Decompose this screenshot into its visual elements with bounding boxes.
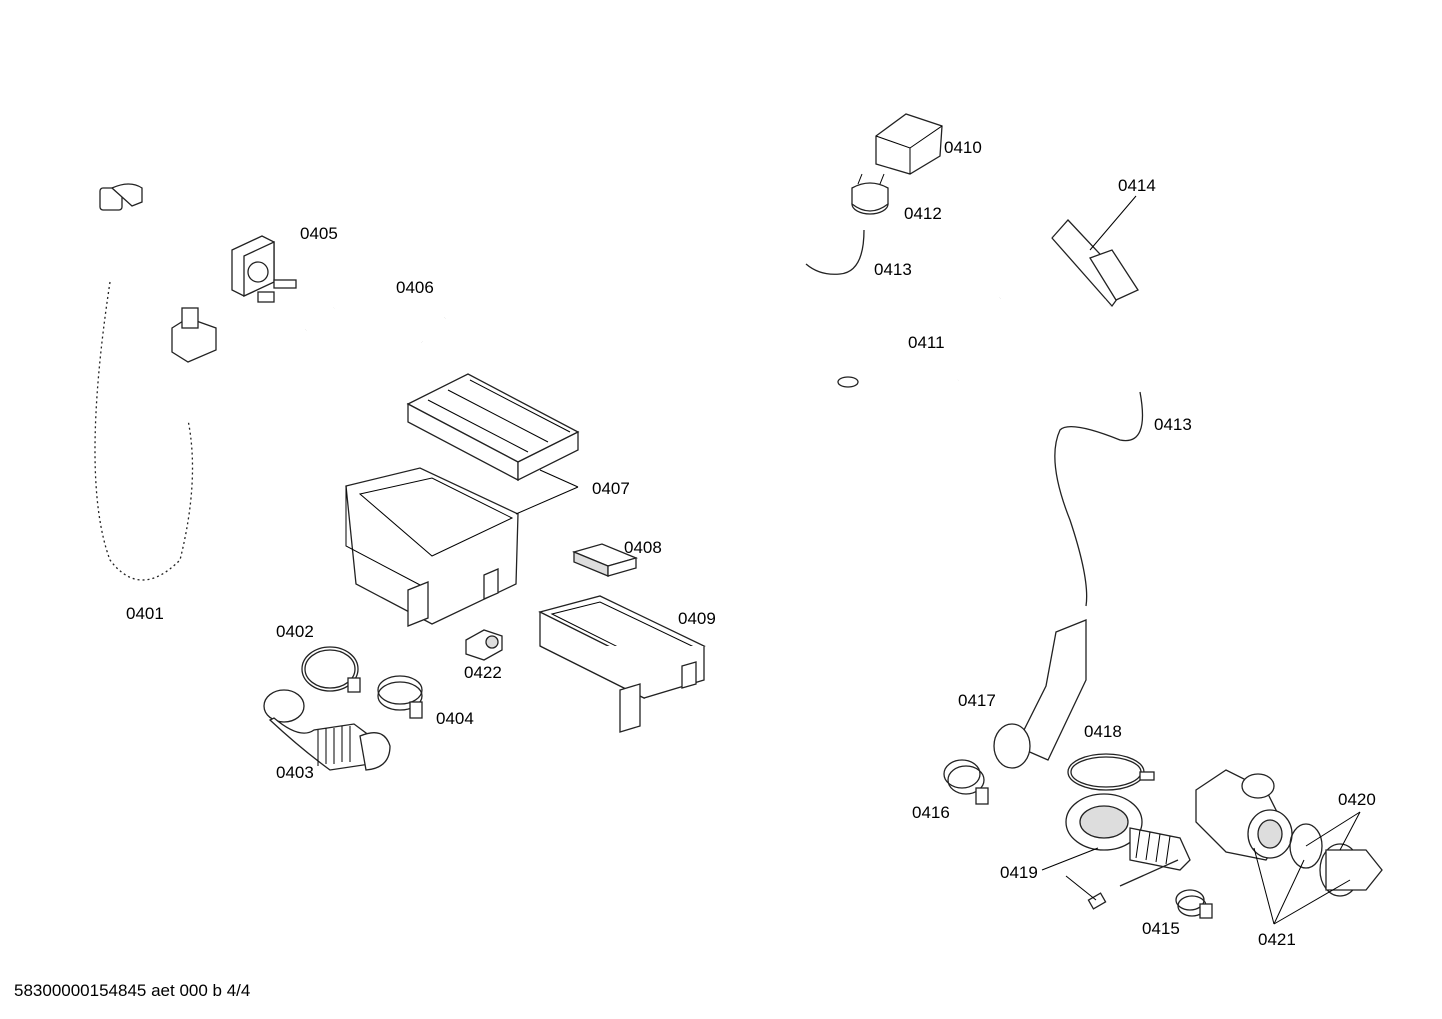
part-0413-tube-lower	[1054, 391, 1144, 607]
label-0404: 0404	[436, 709, 474, 728]
label-0413-upper: 0413	[874, 260, 912, 279]
part-0406-hose-set	[304, 303, 448, 344]
part-0420-drain-pump	[1195, 769, 1293, 861]
label-0422: 0422	[464, 663, 502, 682]
label-0403: 0403	[276, 763, 314, 782]
part-0413-tube-upper	[805, 229, 865, 275]
part-0418-ring	[1067, 753, 1155, 791]
part-0404-clamp	[377, 675, 423, 719]
part-0407-dispenser	[345, 373, 580, 627]
part-0417-sump-pipe	[993, 619, 1087, 769]
part-drain-hoses	[814, 226, 1281, 753]
part-0401-inlet-hose	[94, 183, 217, 581]
part-0409-tray	[538, 595, 706, 733]
part-0415-clamp	[1175, 889, 1213, 919]
label-0402: 0402	[276, 622, 314, 641]
label-0401: 0401	[126, 604, 164, 623]
leader-lines	[515, 195, 1361, 925]
label-0418: 0418	[1084, 722, 1122, 741]
part-0416-clamp	[943, 759, 989, 805]
label-0416: 0416	[912, 803, 950, 822]
label-0414: 0414	[1118, 176, 1156, 195]
label-0405: 0405	[300, 224, 338, 243]
label-0406: 0406	[396, 278, 434, 297]
label-0413-lower: 0413	[1154, 415, 1192, 434]
part-0402-clamp	[301, 646, 361, 693]
part-0403-bellows	[263, 689, 391, 771]
part-0414-connector	[1051, 219, 1139, 308]
label-0417: 0417	[958, 691, 996, 710]
label-0407: 0407	[592, 479, 630, 498]
part-0421-filter	[1289, 823, 1383, 897]
part-0422-knob	[465, 629, 503, 661]
part-0412-pressure-sensor	[851, 173, 889, 215]
part-0411-short-hose	[954, 295, 1002, 381]
part-0419-sump-bellows	[1065, 793, 1191, 910]
label-0408: 0408	[624, 538, 662, 557]
part-labels: 0401 0402 0403 0404 0405 0406 0407 0408 …	[126, 138, 1376, 949]
label-0419: 0419	[1000, 863, 1038, 882]
label-0409: 0409	[678, 609, 716, 628]
label-0410: 0410	[944, 138, 982, 157]
part-0408-clip	[572, 543, 638, 577]
label-0412: 0412	[904, 204, 942, 223]
label-0415: 0415	[1142, 919, 1180, 938]
part-0410-bracket	[875, 113, 943, 175]
part-0405-valve	[231, 235, 297, 303]
label-0421: 0421	[1258, 930, 1296, 949]
document-id: 58300000154845 aet 000 b 4/4	[14, 981, 251, 1000]
label-0420: 0420	[1338, 790, 1376, 809]
label-0411: 0411	[908, 333, 945, 352]
